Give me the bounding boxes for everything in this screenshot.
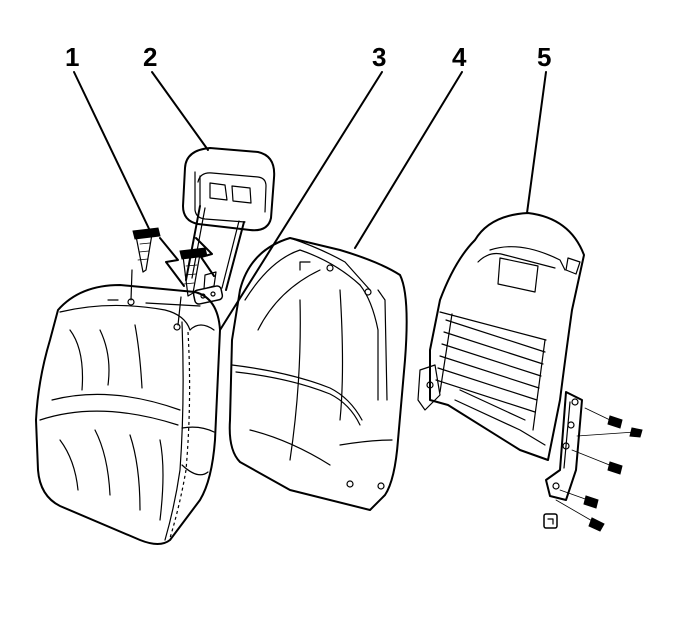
leader-2 — [151, 71, 209, 151]
seat-back-cover — [35, 284, 221, 545]
callout-2: 2 — [143, 42, 157, 72]
leader-1 — [73, 71, 153, 236]
callout-1: 1 — [65, 42, 79, 72]
leader-lines — [73, 71, 547, 331]
callout-4: 4 — [452, 42, 467, 72]
recliner-bracket — [543, 391, 583, 529]
seat-back-pad — [228, 237, 408, 511]
leader-3 — [219, 71, 383, 331]
seat-back-frame — [417, 212, 585, 461]
headrest-guides — [127, 227, 224, 331]
callout-5: 5 — [537, 42, 551, 72]
leader-4 — [354, 71, 463, 249]
leader-5 — [526, 71, 547, 214]
headrest — [182, 147, 276, 291]
fasteners — [555, 407, 643, 532]
callout-3: 3 — [372, 42, 386, 72]
